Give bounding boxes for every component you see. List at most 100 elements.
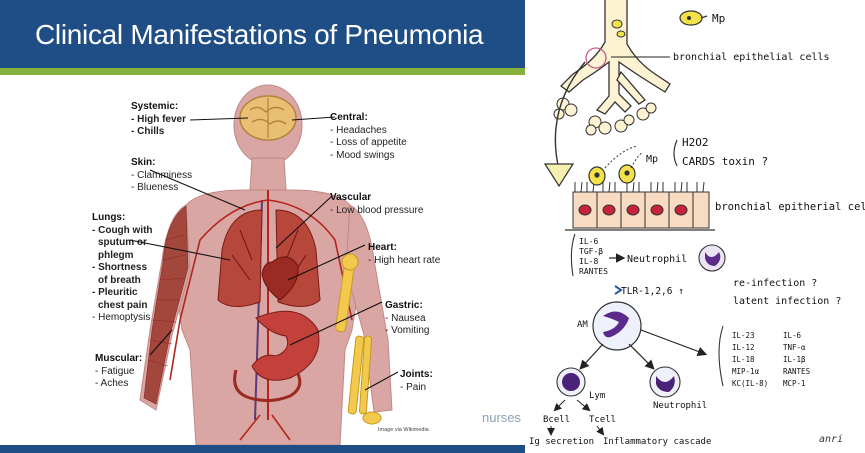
image-credit: Image via Wikimedia (378, 427, 429, 433)
label-systemic: Systemic: - High fever - Chills (131, 101, 186, 139)
arrow-to-inflammatory (596, 425, 605, 436)
pathogenesis-drawing: Mp bronchial epithelial cells H2O2 CARDS… (529, 0, 865, 447)
cytokine-right-item: IL-23 (732, 331, 755, 340)
label-systemic-item: - High fever (131, 113, 187, 125)
pneumonia-infographic: Clinical Manifestations of Pneumonia (0, 0, 525, 453)
human-body-illustration (129, 84, 399, 446)
label-lungs-item: - Shortness (92, 262, 148, 273)
toxin-dash-1 (630, 151, 644, 169)
label-systemic-item: - Chills (131, 126, 165, 137)
neutrophil-mid-cell (698, 244, 726, 272)
label-vascular-item: - Low blood pressure (330, 204, 424, 216)
bcell-label: Bcell (543, 415, 570, 425)
ig-secretion-label: Ig secretion (529, 437, 594, 447)
label-heart-heading: Heart: (368, 242, 397, 253)
label-skin-heading: Skin: (131, 157, 156, 168)
label-joints-item: - Pain (400, 381, 427, 393)
label-lungs-item: sputum or (98, 237, 147, 248)
zoom-arrow-head (543, 163, 575, 188)
arm-muscles (143, 205, 189, 405)
label-vascular: Vascular - Low blood pressure (330, 192, 423, 217)
bronchial-mid-label: bronchial epitherial cells (715, 201, 865, 213)
alveoli-clusters (553, 97, 657, 136)
cytokine-right-item: MIP-1α (732, 367, 760, 376)
bottom-bar (0, 445, 525, 453)
label-lungs-item: - Pleuritic (92, 287, 138, 298)
h2o2-label: H2O2 (682, 136, 709, 149)
label-muscular: Muscular: - Fatigue - Aches (95, 353, 142, 391)
mycoplasma-top-icon (679, 10, 708, 26)
reinfection-label: re-infection ? (733, 278, 817, 289)
cytokine-right-item: IL-6 (783, 331, 802, 340)
label-gastric-item: - Vomiting (385, 325, 430, 336)
intestines (233, 369, 302, 403)
label-joints: Joints: - Pain (400, 369, 433, 394)
label-heart-item: - High heart rate (368, 254, 441, 266)
arrow-to-tcell (576, 399, 591, 412)
cytokine-right-item: IL-1β (783, 355, 806, 364)
label-vascular-heading: Vascular (330, 192, 372, 203)
signature: anri (819, 434, 843, 445)
label-joints-heading: Joints: (400, 369, 433, 380)
label-lungs-item: - Cough with (92, 224, 153, 236)
label-central-item: - Headaches (330, 124, 387, 136)
label-lungs-item: chest pain (98, 299, 148, 311)
tlr-label: TLR-1,2,6 ↑ (621, 286, 684, 297)
mycoplasma-in-bronchus (611, 19, 626, 38)
label-central-item: - Mood swings (330, 149, 395, 161)
pointer-lines (129, 116, 399, 391)
label-gastric-item: - Nausea (385, 312, 426, 324)
label-central: Central: - Headaches - Loss of appetite … (330, 112, 407, 162)
mp-top-label: Mp (712, 12, 725, 25)
page-title: Clinical Manifestations of Pneumonia (35, 19, 484, 50)
arrow-am-to-neutrophil (628, 343, 655, 370)
inflammatory-cascade-label: Inflammatory cascade (603, 437, 711, 447)
tcell-label: Tcell (589, 415, 616, 425)
neutrophil-mid-label: Neutrophil (627, 254, 687, 265)
label-lungs-item: of breath (98, 274, 141, 286)
title-accent-stripe (0, 68, 525, 75)
label-muscular-item: - Aches (95, 378, 129, 389)
label-lungs-heading: Lungs: (92, 212, 126, 223)
latent-infection-label: latent infection ? (733, 296, 841, 307)
label-systemic-heading: Systemic: (131, 101, 179, 112)
lym-label: Lym (589, 391, 605, 401)
cytokine-bracket-right (718, 325, 724, 387)
arrow-am-to-cytokines (640, 329, 708, 356)
cytokine-left-item: RANTES (579, 267, 608, 276)
cytokine-right-item: RANTES (783, 367, 811, 376)
lymphocyte-cell (556, 367, 586, 397)
cytokine-right-item: MCP-1 (783, 379, 806, 388)
label-gastric-heading: Gastric: (385, 300, 423, 311)
heart (261, 256, 299, 301)
am-label: AM (577, 320, 588, 330)
label-gastric: Gastric: - Nausea - Vomiting (385, 300, 429, 338)
label-lungs-item: phlegm (98, 249, 134, 261)
mp-mid-label: Mp (646, 154, 658, 165)
cards-toxin-label: CARDS toxin ? (682, 155, 768, 168)
label-central-item: - Loss of appetite (330, 137, 407, 148)
arm-bones (335, 253, 382, 425)
label-lungs: Lungs: - Cough with sputum or phlegm - S… (92, 212, 153, 325)
neutrophil-bottom-label: Neutrophil (653, 401, 707, 411)
arrow-am-to-lym (579, 343, 604, 370)
label-muscular-heading: Muscular: (95, 353, 143, 364)
label-central-heading: Central: (330, 112, 368, 123)
neutrophil-bottom-cell (649, 366, 681, 398)
magnify-circle (585, 47, 607, 69)
label-skin-item: - Clamminess (131, 169, 193, 181)
cytokine-left-item: IL-6 (579, 237, 598, 246)
bronchial-top-label: bronchial epithelial cells (673, 52, 830, 63)
toxin-dash-2 (604, 145, 638, 169)
cytokine-right-item: IL-18 (732, 355, 755, 364)
brace (673, 139, 678, 167)
cytokine-left-item: IL-8 (579, 257, 598, 266)
tlr-receptor-icon (614, 285, 623, 295)
label-skin: Skin: - Clamminess - Blueness (131, 157, 192, 195)
stomach (251, 310, 320, 381)
watermark: nurses (482, 410, 522, 425)
cytokine-right-item: KC(IL-8) (732, 379, 768, 388)
label-skin-item: - Blueness (131, 182, 179, 193)
alveolar-macrophage (592, 301, 642, 351)
pathogenesis-diagram: Mp bronchial epithelial cells H2O2 CARDS… (525, 0, 865, 453)
